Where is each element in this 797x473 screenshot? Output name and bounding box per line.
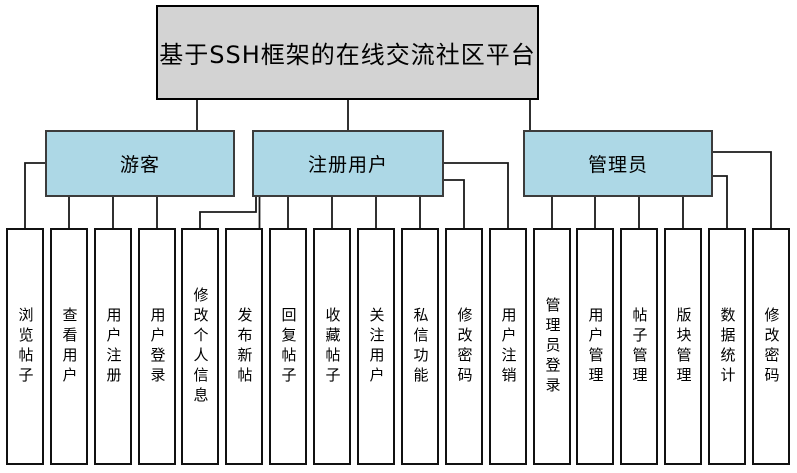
leaf-label: 用户注册 xyxy=(104,306,123,387)
leaf-label: 修改密码 xyxy=(762,306,781,387)
leaf-label: 回复帖子 xyxy=(279,306,298,387)
leaf-label: 版块管理 xyxy=(674,306,693,387)
leaf-new-post: 发布新帖 xyxy=(225,228,263,465)
root-title-label: 基于SSH框架的在线交流社区平台 xyxy=(159,41,536,69)
group-registered-user-label: 注册用户 xyxy=(307,154,388,176)
leaf-label: 数据统计 xyxy=(718,306,737,387)
leaf-label: 帖子管理 xyxy=(630,306,649,387)
leaf-private-message: 私信功能 xyxy=(401,228,439,465)
leaf-user-management: 用户管理 xyxy=(576,228,614,465)
group-registered-user: 注册用户 xyxy=(252,130,444,197)
leaf-user-login: 用户登录 xyxy=(138,228,176,465)
leaf-label: 浏览帖子 xyxy=(16,306,35,387)
leaf-edit-profile: 修改个人信息 xyxy=(181,228,219,465)
leaf-label: 私信功能 xyxy=(411,306,430,387)
leaf-change-password-admin: 修改密码 xyxy=(752,228,790,465)
leaf-change-password-user: 修改密码 xyxy=(445,228,483,465)
leaf-user-logout: 用户注销 xyxy=(489,228,527,465)
leaf-label: 用户登录 xyxy=(148,306,167,387)
leaf-data-statistics: 数据统计 xyxy=(708,228,746,465)
group-admin: 管理员 xyxy=(523,130,713,197)
group-admin-label: 管理员 xyxy=(587,154,648,176)
connector-leaf xyxy=(442,162,509,230)
leaf-admin-login: 管理员登录 xyxy=(533,228,571,465)
connector-leaf xyxy=(24,162,47,230)
leaf-label: 用户管理 xyxy=(586,306,605,387)
leaf-label: 用户注销 xyxy=(499,306,518,387)
leaf-label: 关注用户 xyxy=(367,306,386,387)
leaf-reply-post: 回复帖子 xyxy=(269,228,307,465)
root-title-box: 基于SSH框架的在线交流社区平台 xyxy=(156,5,539,100)
leaf-follow-user: 关注用户 xyxy=(357,228,395,465)
connector-leaf xyxy=(711,151,772,230)
leaf-user-register: 用户注册 xyxy=(94,228,132,465)
leaf-label: 管理员登录 xyxy=(543,296,562,397)
leaf-browse-posts: 浏览帖子 xyxy=(6,228,44,465)
group-visitor-label: 游客 xyxy=(119,154,160,176)
leaf-label: 发布新帖 xyxy=(235,306,254,387)
leaf-favorite-post: 收藏帖子 xyxy=(313,228,351,465)
leaf-label: 收藏帖子 xyxy=(323,306,342,387)
leaf-label: 修改密码 xyxy=(455,306,474,387)
leaf-view-users: 查看用户 xyxy=(50,228,88,465)
connector-leaf xyxy=(199,195,257,230)
leaf-board-management: 版块管理 xyxy=(664,228,702,465)
leaf-label: 查看用户 xyxy=(60,306,79,387)
connector-leaf xyxy=(442,179,465,230)
connector-leaf xyxy=(711,175,728,230)
leaf-label: 修改个人信息 xyxy=(191,286,210,407)
leaf-post-management: 帖子管理 xyxy=(620,228,658,465)
group-visitor: 游客 xyxy=(45,130,235,197)
